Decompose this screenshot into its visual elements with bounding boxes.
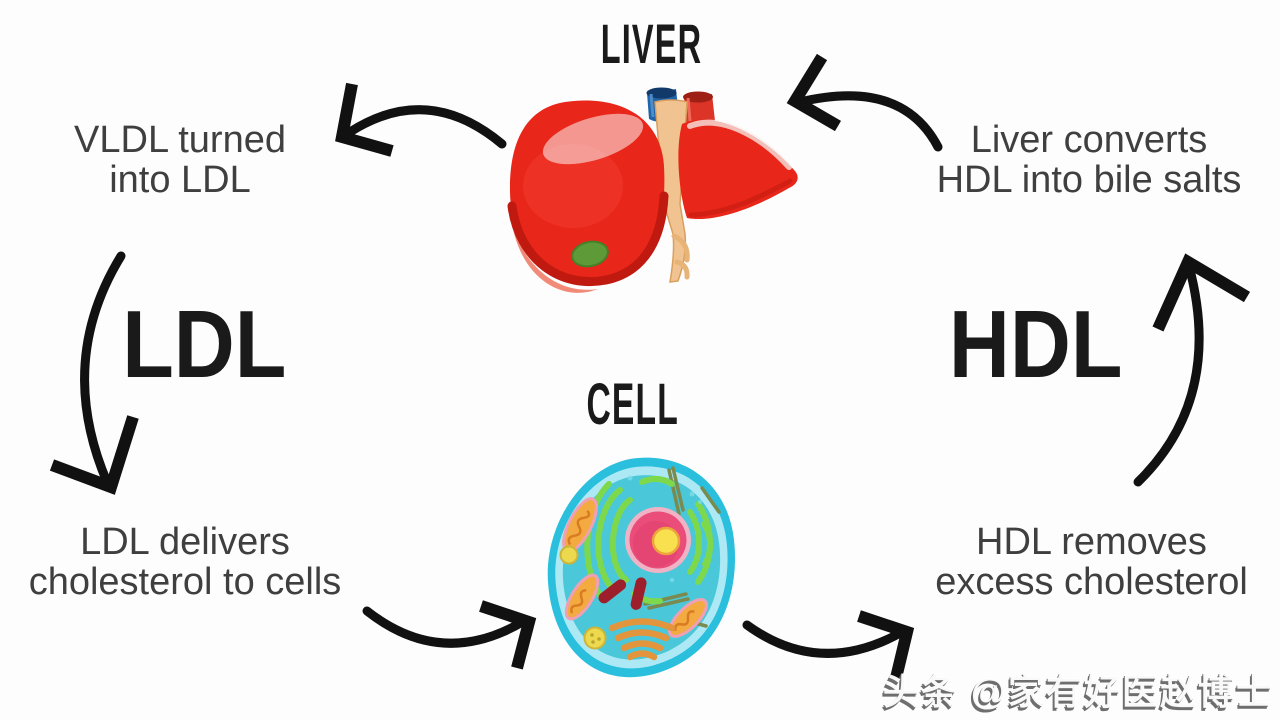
liver-red-vessel [683,91,715,126]
liver-left-lobe [507,100,669,287]
annotation-line: HDL removes [976,521,1207,563]
annotation-ldl-delivers-cholesterol: LDL delivers cholesterol to cells [0,522,370,602]
liver-illustration [507,87,798,293]
cell-nucleus [625,507,691,573]
cell-title-text: CELL [586,372,680,437]
annotation-line: HDL into bile salts [936,159,1242,201]
annotation-hdl-removes-cholesterol: HDL removes excess cholesterol [903,522,1280,602]
liver-right-lobe [678,119,798,220]
cell-nucleolus [651,526,681,556]
annotation-line: excess cholesterol [935,561,1248,603]
arrow-ldl-to-cell-icon [362,600,537,670]
annotation-liver-converts-hdl: Liver converts HDL into bile salts [898,120,1280,200]
arrow-hdl-up-icon [1133,253,1251,487]
liver-title-text: LIVER [600,12,702,75]
cell-vesicles [559,545,607,650]
liver-under-lobe [513,229,598,293]
annotation-vldl-turned-into-ldl: VLDL turned into LDL [8,120,352,200]
annotation-line: Liver converts [970,119,1208,161]
cell-title: CELL [513,376,753,434]
liver-gallbladder [571,240,609,268]
cell-lysosome-rods [598,577,647,610]
annotation-line: LDL delivers [80,521,290,563]
watermark: 头条 @家有好医赵博士 [882,671,1274,712]
annotation-line: into LDL [109,159,251,201]
hdl-label: HDL [949,291,1123,398]
annotation-line: cholesterol to cells [28,561,342,603]
cell-golgi [608,618,676,661]
annotation-line: VLDL turned [74,119,286,161]
cell-microtubules [643,466,721,628]
ldl-label: LDL [121,291,287,398]
liver-title: LIVER [531,16,771,72]
cell-illustration [547,457,736,678]
arrow-liver-to-vldl-icon [335,82,507,157]
cell-mitochondria [562,497,708,638]
cell-bubbles [627,475,702,582]
